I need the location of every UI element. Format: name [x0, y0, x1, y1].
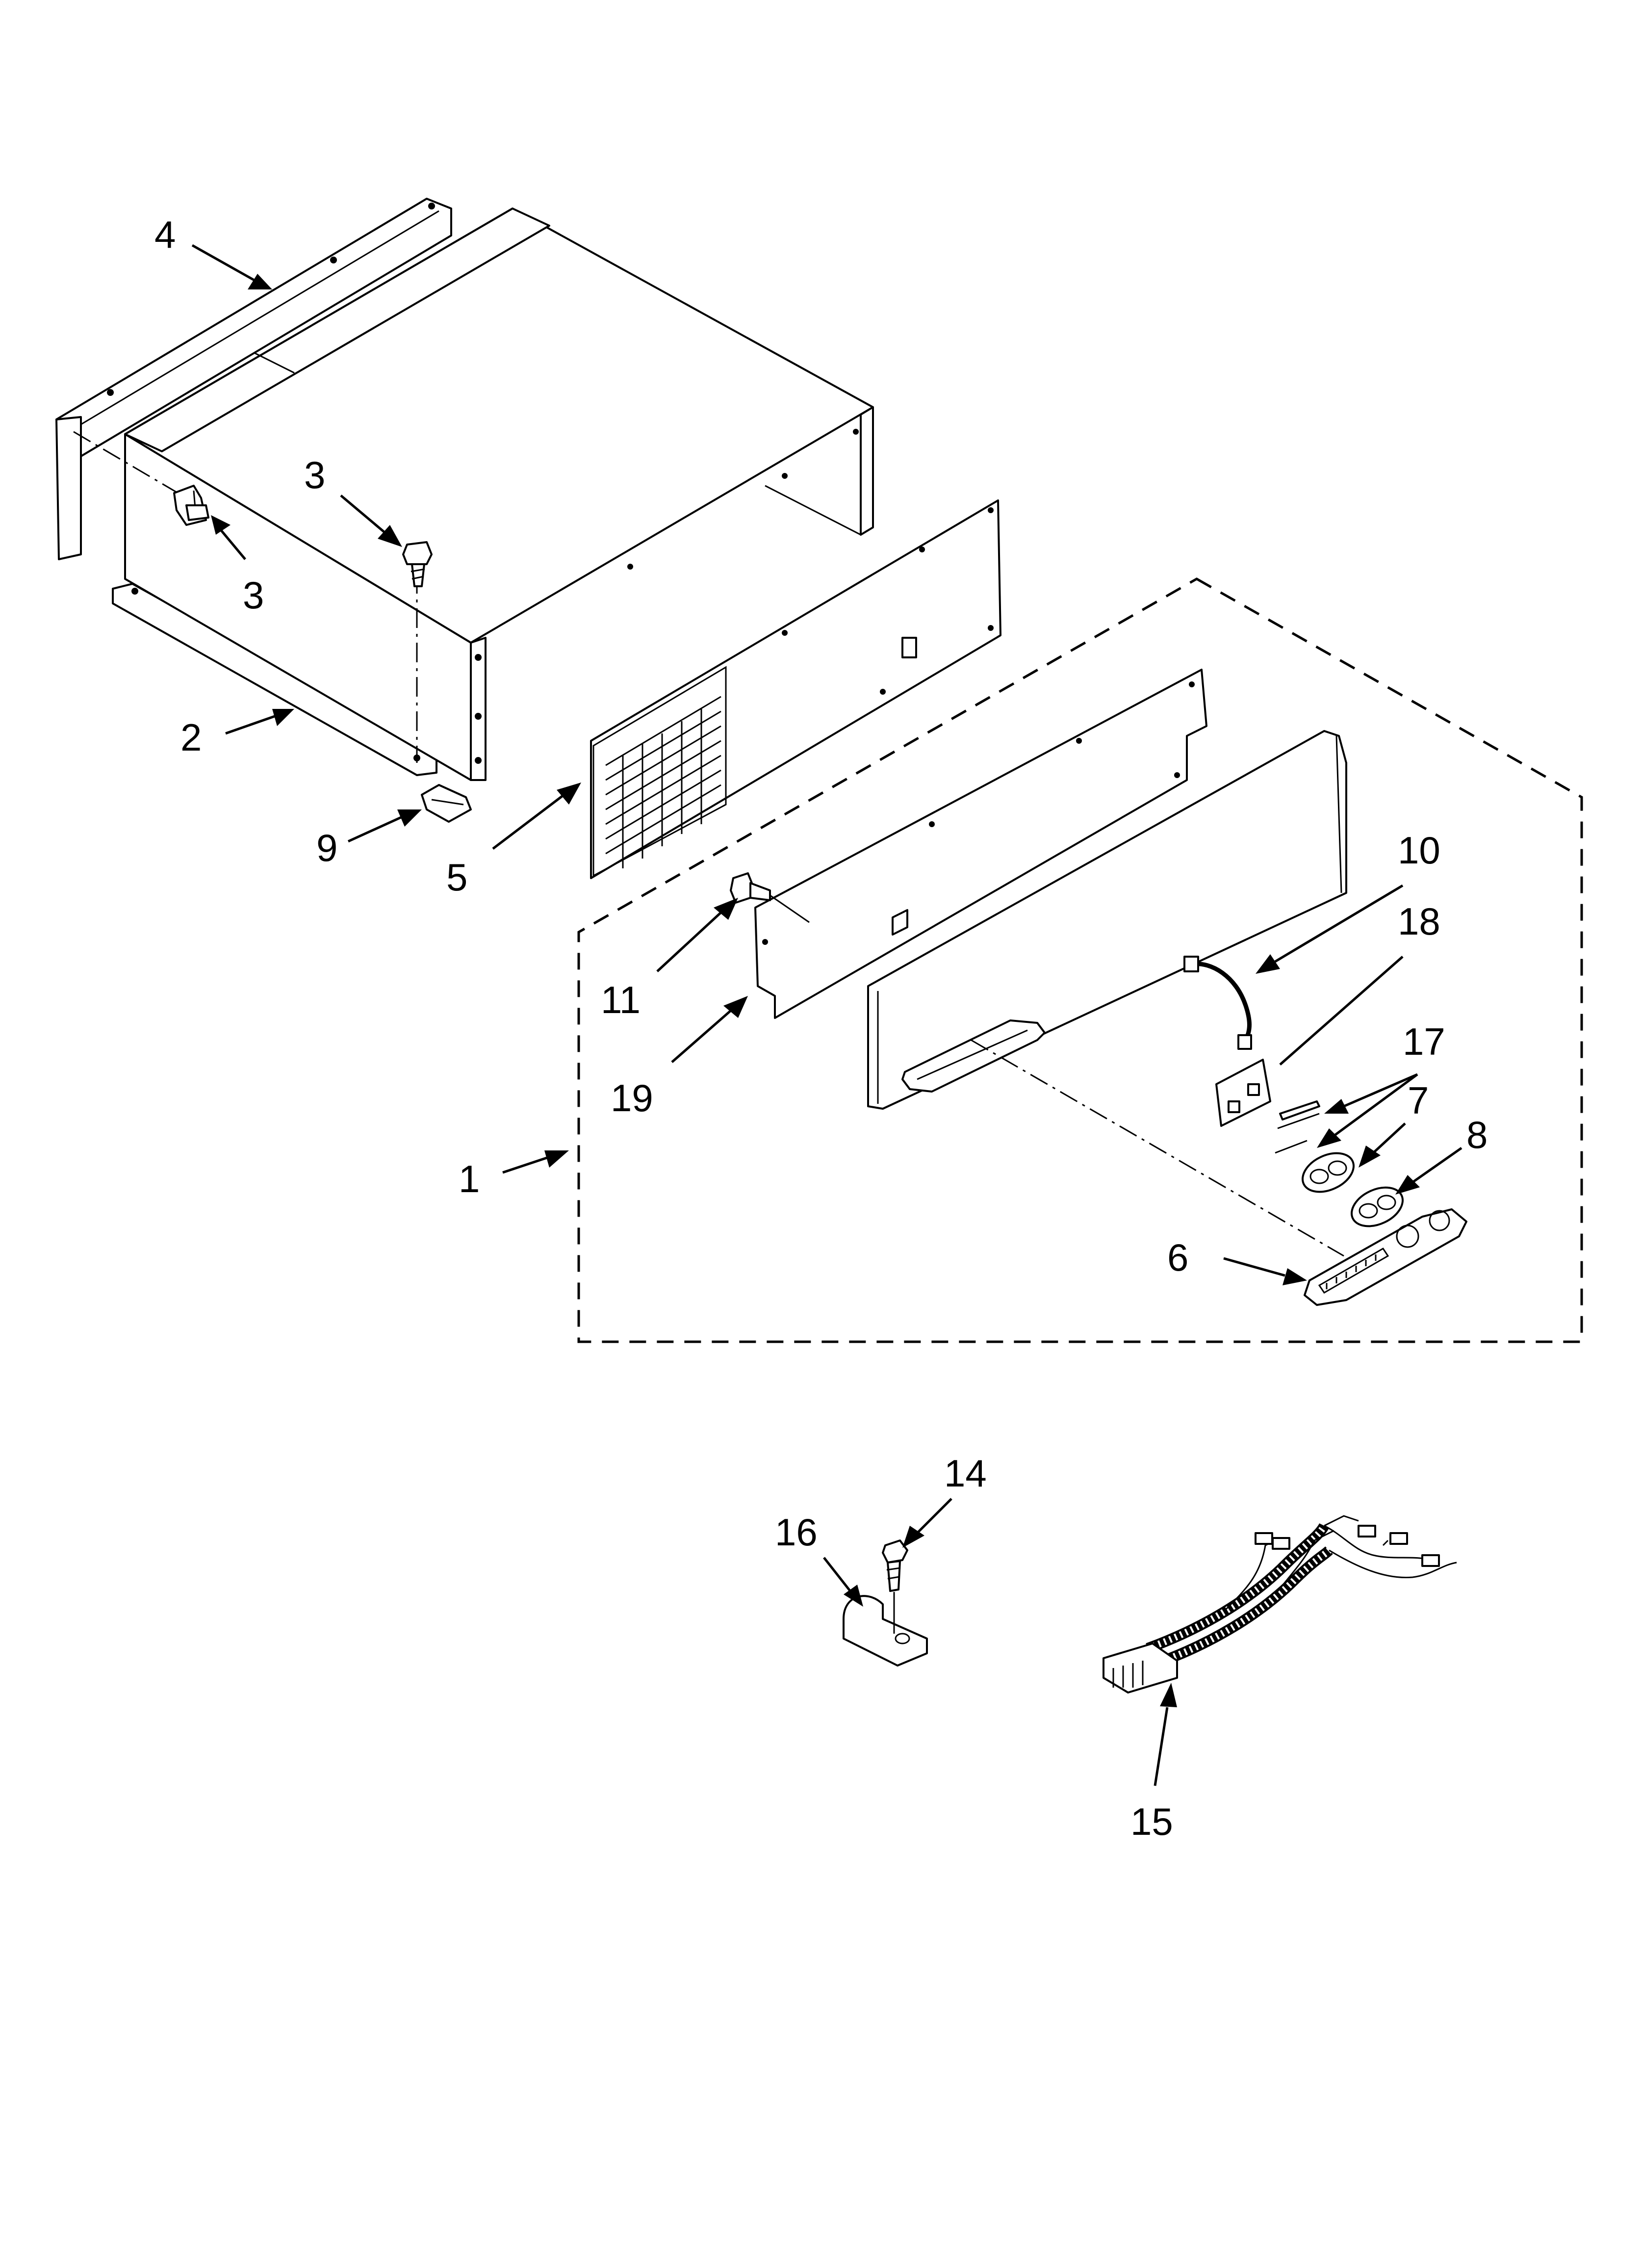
callout-8: 8: [1466, 1113, 1488, 1156]
part-19-mounting-plate: [754, 669, 1207, 1019]
part-3-screw-right: [402, 541, 433, 587]
callout-14: 14: [944, 1452, 987, 1495]
callout-6: 6: [1167, 1236, 1188, 1279]
part-4-rear-rail: [55, 198, 452, 560]
callout-15: 15: [1130, 1800, 1173, 1843]
callout-18: 18: [1398, 900, 1440, 943]
part-16-clamp: [843, 1595, 928, 1667]
leader-lines: [191, 244, 1462, 1786]
callout-4: 4: [154, 213, 176, 256]
callout-7: 7: [1408, 1079, 1429, 1122]
main-housing: [124, 208, 874, 781]
callout-16: 16: [775, 1511, 818, 1554]
callout-labels: 4 3 3 2 9 5 10 18 17 7 8 11 19 1 6 14 16…: [154, 213, 1488, 1843]
callout-19: 19: [611, 1076, 653, 1120]
part-15-wire-harness: [1103, 1515, 1457, 1694]
part-10-wire-lead: [1183, 956, 1252, 1050]
callout-11: 11: [601, 978, 641, 1021]
part-8-lens: [1351, 1186, 1404, 1227]
part-11-screw: [730, 872, 810, 923]
part-3-screw-left: [173, 485, 209, 526]
callout-17: 17: [1403, 1020, 1445, 1063]
callout-10: 10: [1398, 829, 1440, 872]
callout-5: 5: [446, 856, 467, 899]
part-18-switch-board: [1215, 1059, 1271, 1127]
callout-9: 9: [316, 826, 337, 869]
front-panel: [867, 730, 1347, 1110]
callout-3-lower: 3: [243, 574, 264, 617]
callout-1: 1: [459, 1157, 480, 1200]
part-7-lens: [1302, 1152, 1355, 1193]
trim-alignment-line: [971, 1039, 1344, 1257]
part-9-clip: [421, 784, 472, 823]
part-1-kit-boundary: [577, 577, 1583, 1343]
part-17-light-pipes: [1275, 1100, 1320, 1154]
part-14-screw: [882, 1539, 908, 1634]
callout-2: 2: [180, 716, 202, 759]
callout-3-upper: 3: [304, 453, 325, 496]
part-6-trim-bezel: [1304, 1208, 1467, 1306]
screw-alignment-line-a: [73, 431, 187, 499]
part-5-grille-panel: [590, 499, 1001, 879]
